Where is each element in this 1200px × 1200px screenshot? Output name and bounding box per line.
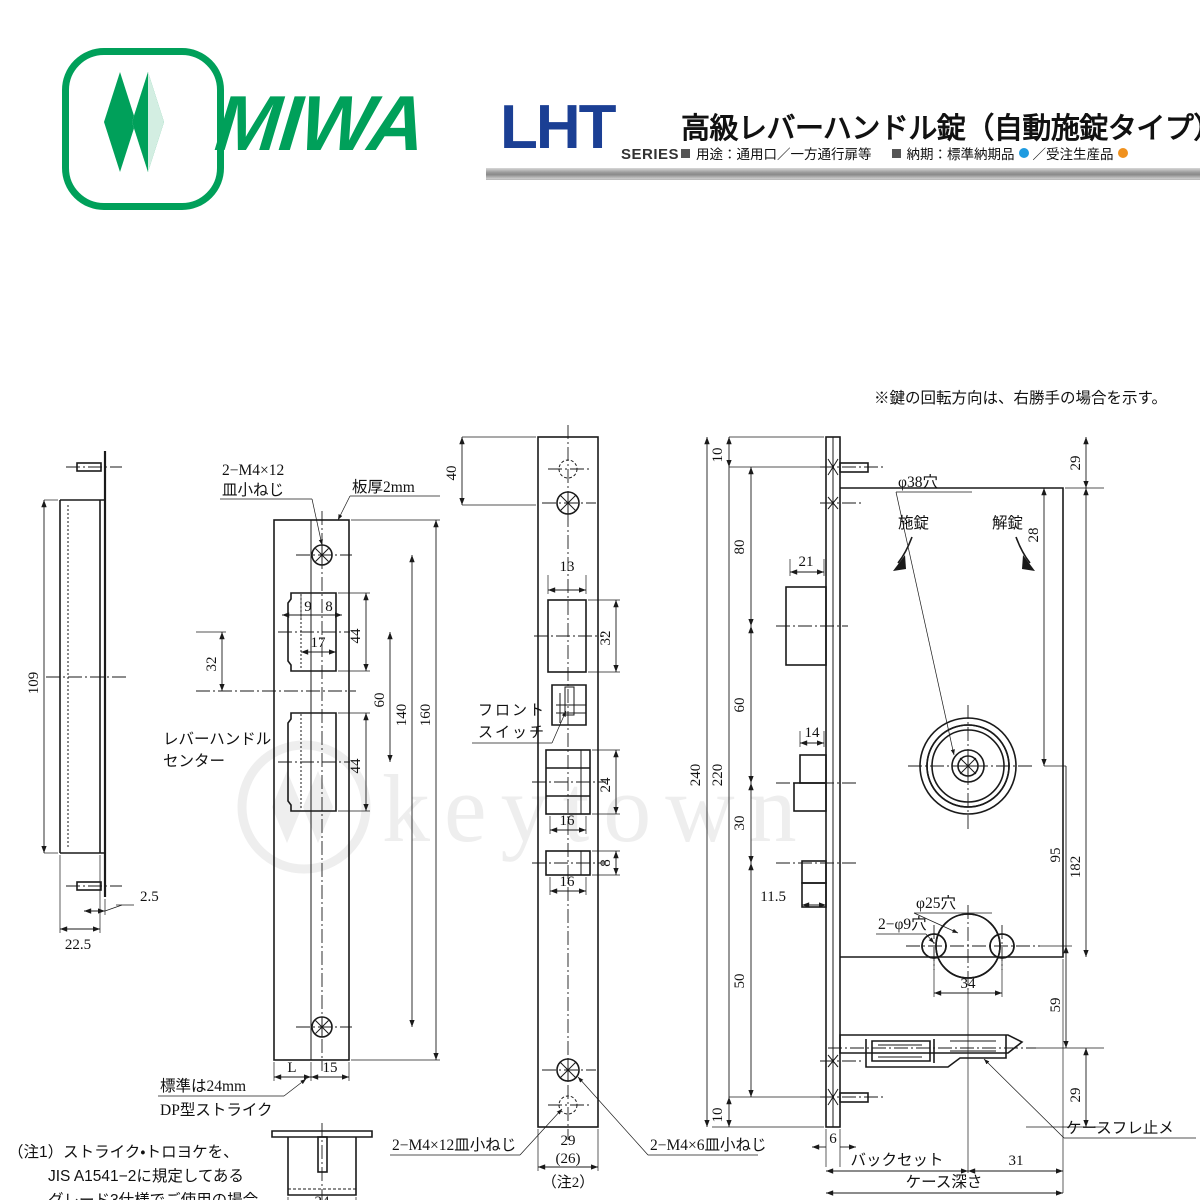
dim-240: 240 xyxy=(688,764,704,787)
strike-side-view: 109 22.5 2.5 xyxy=(26,451,159,953)
dim-screw-span: 140 xyxy=(394,704,410,727)
header-subline: 用途：通用口／一方通行扉等 納期：標準納期品 ／受注生産品 xyxy=(681,143,1128,163)
note1-line-2: グレード3仕様でご使用の場合 xyxy=(48,1191,259,1200)
dim-right-182: 182 xyxy=(1068,856,1084,879)
note-1-block: （注1）ストライク・トロヨケを、 JIS A1541−2に規定してある グレード… xyxy=(8,1143,259,1200)
dim-right-29-top: 29 xyxy=(1068,456,1084,471)
label-dp-strike-1: 標準は24mm xyxy=(160,1077,246,1095)
label-front-switch-2: スイッチ xyxy=(478,724,546,741)
dim-30: 30 xyxy=(732,816,748,831)
dim-proj-14: 14 xyxy=(805,725,821,741)
note1-line-0: （注1）ストライク・トロヨケを、 xyxy=(8,1143,239,1161)
dim-cut-inner: 17 xyxy=(311,635,327,651)
dim-cut-right: 8 xyxy=(325,599,333,615)
dim-80: 80 xyxy=(732,540,748,555)
standard-delivery-dot-icon xyxy=(1018,148,1029,158)
dim-aux-h: 8 xyxy=(598,859,614,867)
dim-overall: 160 xyxy=(418,704,434,727)
strike-front-view: 2−M4×12 皿小ねじ 板厚2mm 9 8 17 44 xyxy=(158,462,440,1119)
dim-top-10: 10 xyxy=(710,448,726,463)
dim-right-29-bot: 29 xyxy=(1068,1088,1084,1103)
dim-flange-15: 15 xyxy=(323,1060,338,1076)
label-hole-25: φ25穴 xyxy=(916,894,956,912)
front-plate-view: 13 32 フロント スイッチ 16 24 xyxy=(390,425,767,1191)
dim-side-height: 109 xyxy=(26,672,42,695)
label-screw-6: 2−M4×6皿小ねじ xyxy=(650,1136,767,1154)
dim-aux-w: 16 xyxy=(560,874,576,890)
label-lever-center-1: レバーハンドル xyxy=(163,731,271,748)
dim-front-width: 29 xyxy=(561,1133,576,1149)
label-lever-center-2: センター xyxy=(163,752,225,770)
dim-bolt-w: 16 xyxy=(560,813,576,829)
cylinder-hole-38 xyxy=(908,705,1032,830)
dim-right-95: 95 xyxy=(1048,848,1064,863)
spindle-hole-group xyxy=(906,905,1040,990)
label-case-stop: ケースフレ止メ xyxy=(1066,1119,1174,1137)
technical-drawing: 109 22.5 2.5 xyxy=(0,215,1200,1200)
label-lock-direction: 施錠 xyxy=(898,514,929,532)
label-hole-9: 2−φ9穴 xyxy=(878,915,927,933)
latch-assembly xyxy=(828,1034,1036,1068)
dim-220: 220 xyxy=(710,764,726,787)
label-screw-spec-2: 皿小ねじ xyxy=(222,481,284,499)
label-case-depth: ケース深さ xyxy=(906,1173,983,1191)
dim-50: 50 xyxy=(732,974,748,989)
dim-proj-21: 21 xyxy=(799,554,814,570)
delivery-sep: ／受注生産品 xyxy=(1032,147,1114,162)
label-backset: バックセット xyxy=(850,1151,943,1169)
dim-front-6: 6 xyxy=(829,1131,837,1147)
dim-lever-offset: 32 xyxy=(204,657,220,672)
case-view: ※鍵の回転方向は、右勝手の場合を示す。 xyxy=(688,389,1196,1196)
series-label: SERIES xyxy=(621,146,680,163)
dim-right-59: 59 xyxy=(1048,998,1064,1013)
dim-bolt-h: 24 xyxy=(598,777,614,793)
bullet-square-icon-2 xyxy=(891,148,901,158)
dim-side-thickness: 2.5 xyxy=(140,889,159,905)
label-note-ref: （注2） xyxy=(542,1174,595,1191)
note-key-rotation: ※鍵の回転方向は、右勝手の場合を示す。 xyxy=(874,389,1167,407)
dim-cut-h-upper: 44 xyxy=(348,628,364,644)
miwa-diamond-icon xyxy=(104,72,164,172)
dim-depth-31: 31 xyxy=(1009,1153,1024,1169)
page-header: MIWA LHT SERIES 高級レバーハンドル錠（自動施錠タイプ） 用途：通… xyxy=(0,0,1200,215)
dim-cut-left: 9 xyxy=(304,599,312,615)
dim-latch-w: 13 xyxy=(560,559,575,575)
label-hole-38: φ38穴 xyxy=(898,473,938,491)
dim-hole-span: 34 xyxy=(961,976,977,992)
label-plate-thickness: 板厚2mm xyxy=(352,478,415,496)
label-front-switch-1: フロント xyxy=(478,702,546,719)
dim-side-width: 22.5 xyxy=(65,937,91,953)
dim-proj-115: 11.5 xyxy=(760,889,786,905)
delivery-label: 納期：標準納期品 xyxy=(906,147,1015,162)
header-rule xyxy=(486,168,1200,180)
troyoke-view: 24 xyxy=(271,1123,373,1200)
note1-line-1: JIS A1541−2に規定してある xyxy=(48,1167,244,1185)
dim-front-width-alt: (26) xyxy=(556,1151,581,1167)
dim-latch-h: 32 xyxy=(598,631,614,646)
brand-wordmark: MIWA xyxy=(211,79,429,167)
label-dp-strike-2: DP型ストライク xyxy=(160,1101,273,1119)
dim-right-28: 28 xyxy=(1026,528,1042,543)
bullet-square-icon xyxy=(681,148,690,158)
dim-between: 60 xyxy=(372,693,388,708)
label-screw-spec-1: 2−M4×12 xyxy=(222,462,284,479)
product-title: 高級レバーハンドル錠（自動施錠タイプ） xyxy=(681,113,1200,145)
dim-60: 60 xyxy=(732,698,748,713)
miwa-logo-frame xyxy=(62,48,224,210)
dim-flange-L: L xyxy=(287,1060,296,1076)
label-screw-12: 2−M4×12皿小ねじ xyxy=(392,1136,516,1154)
series-code: LHT xyxy=(500,93,617,162)
usage-label: 用途：通用口／一方通行扉等 xyxy=(696,147,872,162)
dim-top-gap: 40 xyxy=(444,466,460,481)
dim-troyoke-w: 24 xyxy=(315,1194,331,1200)
made-to-order-dot-icon xyxy=(1117,148,1128,158)
dim-bot-10: 10 xyxy=(710,1108,726,1123)
label-unlock-direction: 解錠 xyxy=(992,514,1023,532)
dim-cut-h-lower: 44 xyxy=(348,758,364,774)
